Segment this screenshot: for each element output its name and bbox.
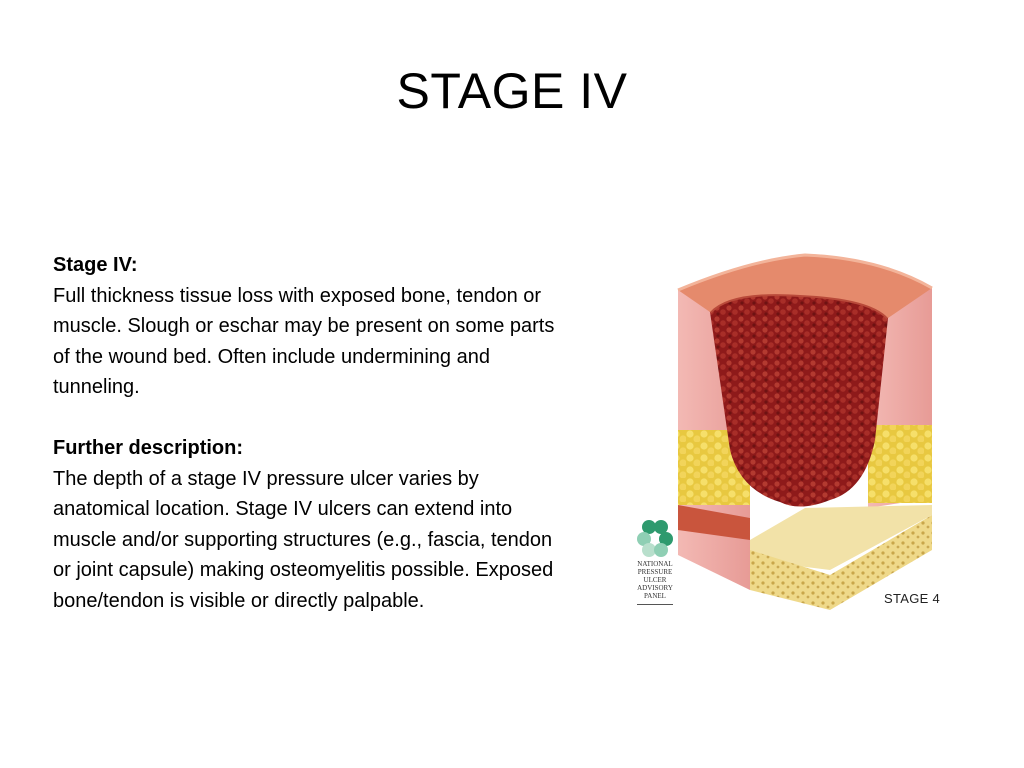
paragraph-spacer — [53, 403, 573, 434]
further-description-text: The depth of a stage IV pressure ulcer v… — [53, 467, 554, 612]
left-muscle-layer — [678, 505, 750, 540]
figure-caption: STAGE 4 — [884, 591, 941, 606]
logo-divider — [637, 604, 673, 605]
logo-line: NATIONAL — [637, 560, 673, 568]
right-fat-layer — [868, 425, 932, 503]
logo-line: ULCER — [643, 576, 667, 584]
skin-surface — [678, 255, 932, 318]
logo-line: ADVISORY — [637, 584, 673, 592]
npuap-logo-text: NATIONAL PRESSURE ULCER ADVISORY PANEL — [632, 560, 678, 600]
further-description-heading: Further description: — [53, 437, 244, 459]
logo-line: PRESSURE — [637, 568, 673, 576]
wound-bed — [710, 294, 888, 507]
stage-definition: Full thickness tissue loss with exposed … — [53, 284, 555, 399]
bone-right — [830, 515, 932, 610]
bone-top — [750, 505, 932, 570]
slide-title: STAGE IV — [396, 63, 628, 119]
stage-heading: Stage IV: — [53, 254, 138, 276]
npuap-logo-icon — [637, 520, 673, 557]
ulcer-cross-section-drawing — [677, 253, 933, 610]
bone-front — [750, 550, 830, 610]
logo-line: PANEL — [644, 592, 666, 600]
slide-body: Stage IV: Full thickness tissue loss wit… — [53, 250, 573, 616]
skin-edge-highlight — [677, 253, 933, 292]
stage-4-ulcer-illustration — [630, 250, 950, 620]
